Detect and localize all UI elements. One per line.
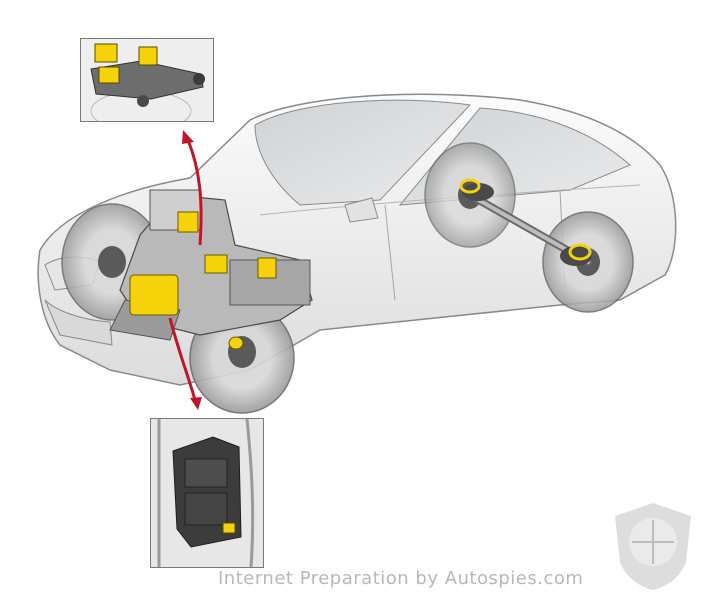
steering-actuator-detail-icon [81, 39, 213, 121]
watermark-logo-icon [615, 503, 691, 590]
control-module-detail-icon [151, 419, 263, 567]
rear-axle-icon [459, 178, 592, 266]
detail-inset-bottom [150, 418, 264, 568]
callout-arrow-icon [168, 130, 203, 410]
credit-caption: Internet Preparation by Autospies.com [218, 568, 584, 589]
engine-transmission-icon [109, 189, 313, 350]
detail-inset-top [80, 38, 214, 122]
